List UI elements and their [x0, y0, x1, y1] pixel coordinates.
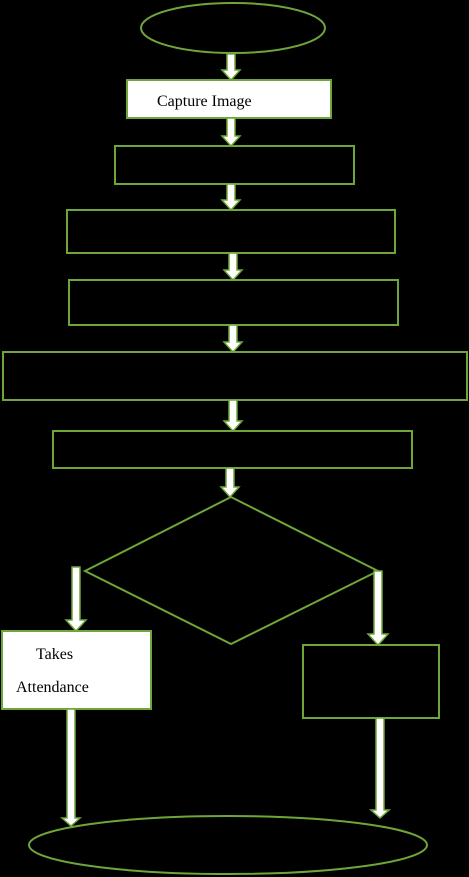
decision-diamond: [82, 495, 381, 646]
arrow-down-3: [220, 183, 242, 212]
capture-image-box: [126, 79, 332, 119]
end-terminator: [28, 815, 428, 875]
arrow-down-4: [222, 252, 244, 282]
arrow-down-2: [220, 117, 242, 148]
arrow-down-5: [222, 324, 244, 354]
arrow-right-branch: [366, 570, 390, 647]
attendance-label: Attendance: [16, 679, 89, 696]
start-terminator: [140, 2, 326, 54]
arrow-right-to-end: [369, 717, 391, 820]
takes-label: Takes: [36, 646, 74, 663]
arrow-left-branch: [64, 566, 88, 633]
arrow-down-6: [222, 399, 244, 433]
arrow-down-1: [220, 53, 242, 82]
arrow-down-7: [219, 467, 241, 499]
arrow-left-to-end: [60, 708, 82, 828]
process-box-right: [302, 644, 440, 719]
takes-attendance-box: [1, 630, 152, 710]
capture-image-label: Capture Image: [157, 93, 252, 110]
